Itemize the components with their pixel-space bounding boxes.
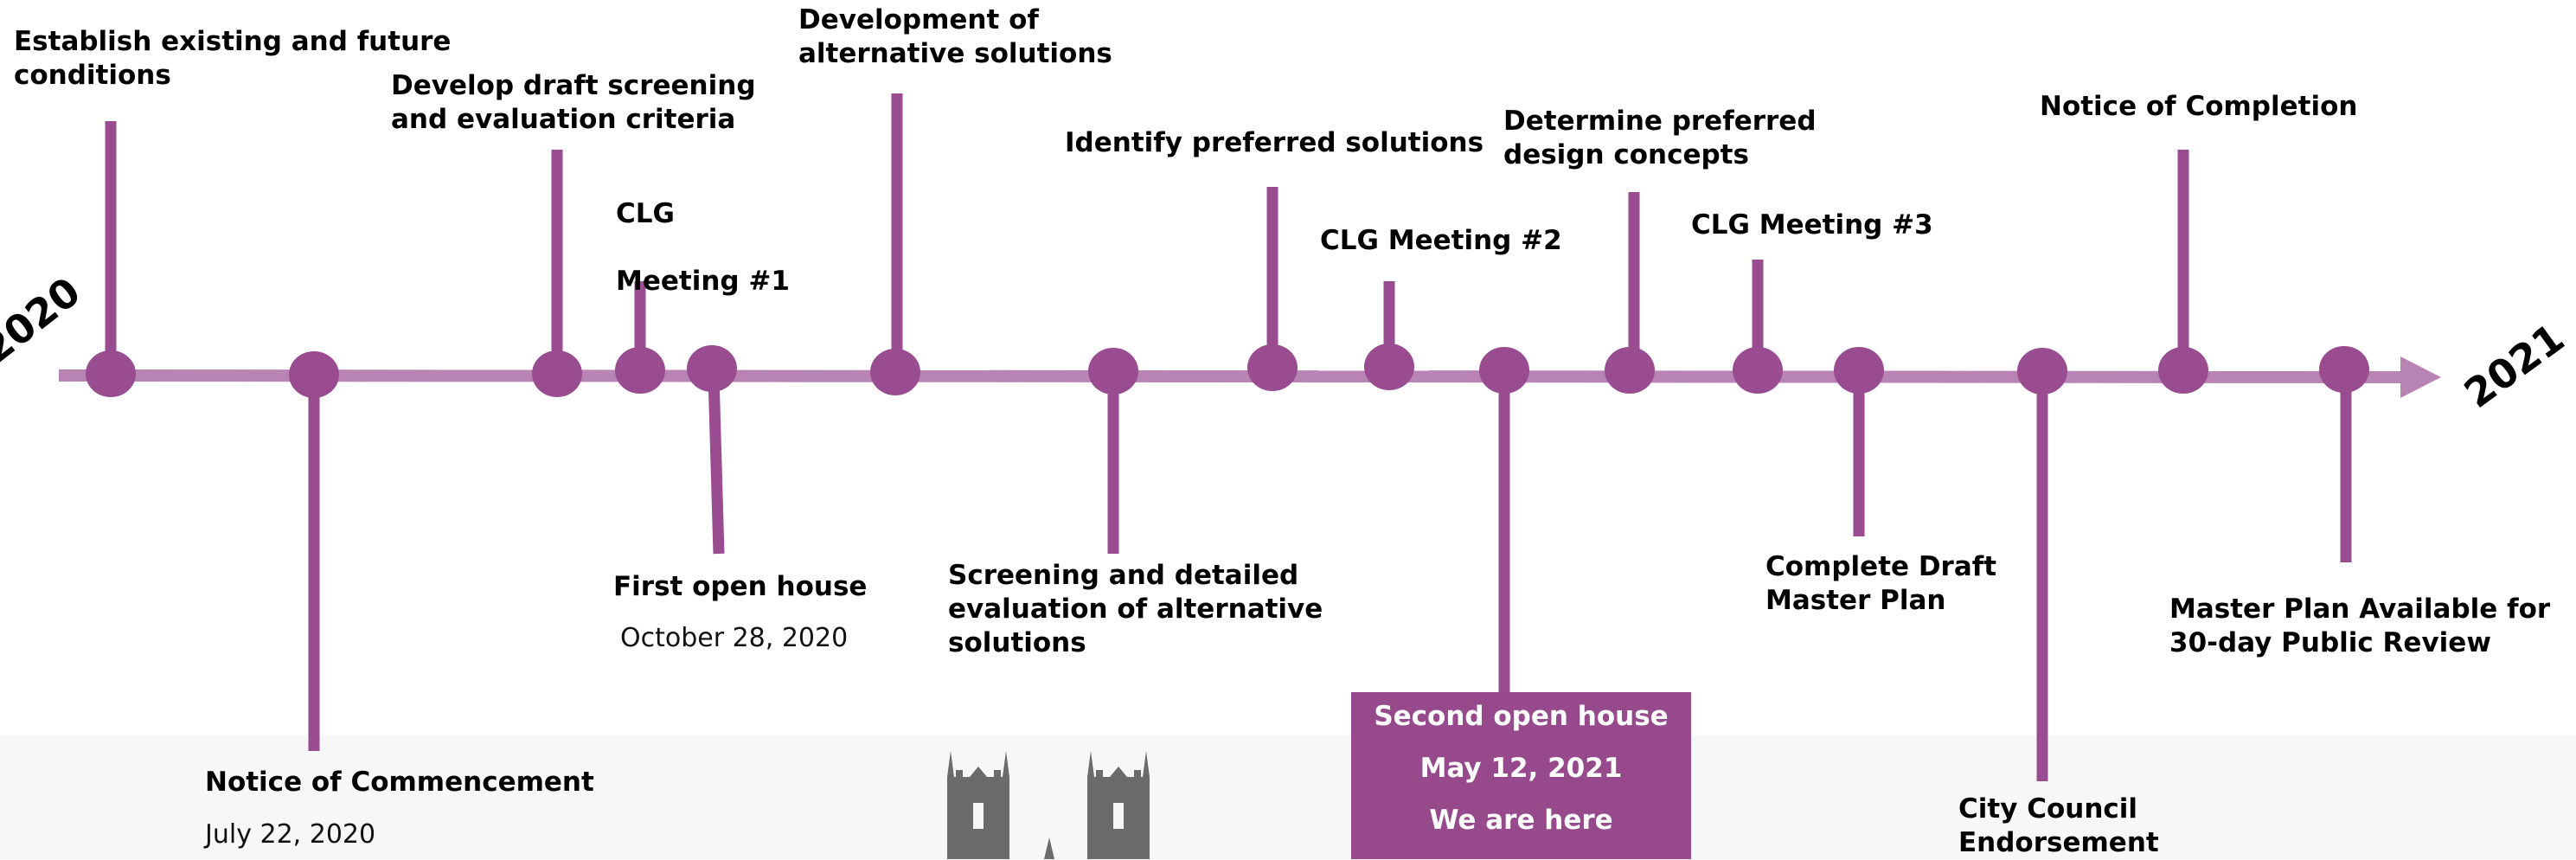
node-draft-master-plan <box>1834 347 1884 394</box>
node-clg-3 <box>1733 347 1783 394</box>
label-clg-1: CLG Meeting #1 <box>616 198 790 297</box>
label-draft-master-plan: Complete Draft Master Plan <box>1765 551 1997 616</box>
node-council-endorsement <box>2017 348 2067 395</box>
label-notice-completion: Notice of Completion <box>2040 91 2358 122</box>
label-first-open-house: First open house <box>613 571 868 602</box>
date-first-open-house: October 28, 2020 <box>620 623 849 653</box>
node-draft-criteria <box>532 350 582 397</box>
label-council-endorsement: City Council Endorsement <box>1958 793 2159 858</box>
node-preferred-solutions <box>1247 344 1298 391</box>
building-silhouette-icon <box>947 751 1150 859</box>
label-screening-evaluation: Screening and detailed evaluation of alt… <box>948 560 1323 658</box>
background-band <box>0 735 2576 859</box>
node-second-open-house <box>1479 347 1529 394</box>
label-development-alternatives: Development of alternative solutions <box>798 4 1112 69</box>
node-public-review <box>2319 346 2369 393</box>
node-notice-commencement <box>289 351 339 398</box>
node-notice-completion <box>2158 347 2208 394</box>
timeline-arrowhead <box>2400 356 2441 398</box>
current-event-title: Second open house <box>1374 701 1669 732</box>
node-design-concepts <box>1605 347 1655 394</box>
current-event-status: We are here <box>1429 805 1613 836</box>
label-public-review: Master Plan Available for 30-day Public … <box>2169 594 2551 658</box>
node-clg-2 <box>1364 343 1414 390</box>
node-establish-conditions <box>86 350 136 397</box>
label-clg-2: CLG Meeting #2 <box>1320 225 1562 256</box>
current-event-date: May 12, 2021 <box>1419 753 1623 784</box>
stem-first-open-house <box>708 375 725 555</box>
date-notice-commencement: July 22, 2020 <box>205 819 376 850</box>
node-screening-evaluation <box>1088 348 1138 395</box>
node-development-alternatives <box>870 349 920 395</box>
node-clg-1 <box>615 347 665 394</box>
label-clg-3: CLG Meeting #3 <box>1691 209 1933 241</box>
label-preferred-solutions: Identify preferred solutions <box>1065 127 1484 158</box>
label-establish-conditions: Establish existing and future conditions <box>14 26 452 91</box>
node-first-open-house <box>687 345 737 392</box>
label-notice-commencement: Notice of Commencement <box>205 767 594 798</box>
label-draft-criteria: Develop draft screening and evaluation c… <box>391 70 756 135</box>
current-event-box: Second open house May 12, 2021 We are he… <box>1351 692 1691 859</box>
label-design-concepts: Determine preferred design concepts <box>1503 106 1817 170</box>
